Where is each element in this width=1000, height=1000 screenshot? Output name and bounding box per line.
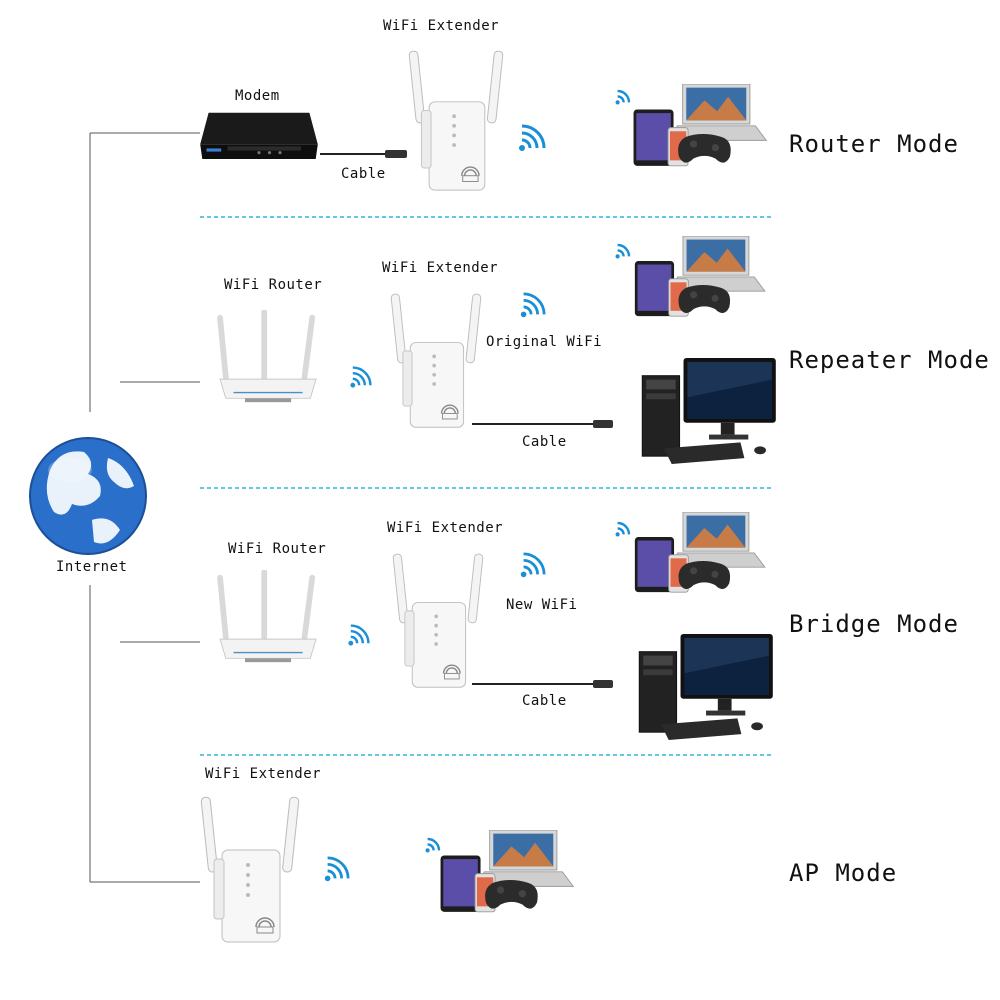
ap-mode-title: AP Mode — [789, 859, 898, 887]
devices-cluster-icon — [634, 236, 766, 317]
wifi-router-icon — [220, 312, 316, 402]
wifi-signal-icon — [349, 366, 372, 389]
cable-plug-1 — [385, 150, 407, 158]
modem-label: Modem — [235, 88, 280, 104]
wifi-extender-icon — [390, 292, 482, 428]
wifi-small-icon — [424, 837, 441, 854]
bridge-mode-title: Bridge Mode — [789, 610, 959, 638]
wifi-extender-icon — [200, 796, 300, 943]
cable-plug-2 — [593, 420, 613, 428]
extender-label: WiFi Extender — [387, 520, 504, 536]
cable-label: Cable — [341, 166, 386, 182]
wifi-small-icon — [614, 521, 631, 538]
cable-label: Cable — [522, 693, 567, 709]
wifi-extender-icon — [408, 50, 504, 191]
repeater-mode-title: Repeater Mode — [789, 346, 990, 374]
new-wifi-label: New WiFi — [506, 597, 578, 613]
wifi-extender-icon — [392, 552, 484, 688]
extender-label: WiFi Extender — [382, 260, 499, 276]
globe-icon — [29, 437, 147, 555]
wifi-signal-icon — [347, 624, 370, 647]
devices-cluster-icon — [634, 512, 766, 593]
wifi-signal-icon — [517, 124, 546, 153]
original-wifi-label: Original WiFi — [486, 334, 603, 350]
desktop-pc-icon — [641, 358, 777, 465]
wifi-signal-icon — [519, 292, 546, 319]
connector-lines — [89, 132, 200, 883]
router-mode-title: Router Mode — [789, 130, 959, 158]
extender-label: WiFi Extender — [383, 18, 500, 34]
extender-label: WiFi Extender — [205, 766, 322, 782]
wifi-router-label: WiFi Router — [228, 541, 327, 557]
cable-plug-3 — [593, 680, 613, 688]
modem-icon — [200, 112, 318, 159]
desktop-pc-icon — [638, 634, 774, 741]
row-separators — [200, 216, 772, 756]
internet-label: Internet — [56, 559, 128, 575]
cable-label: Cable — [522, 434, 567, 450]
wifi-signal-icon — [519, 552, 546, 579]
wifi-router-label: WiFi Router — [224, 277, 323, 293]
wifi-router-icon — [220, 572, 316, 662]
devices-cluster-icon — [633, 84, 767, 167]
wifi-small-icon — [614, 89, 631, 106]
devices-cluster-icon — [440, 830, 574, 913]
wifi-signal-icon — [323, 856, 350, 883]
wifi-small-icon — [614, 243, 631, 260]
